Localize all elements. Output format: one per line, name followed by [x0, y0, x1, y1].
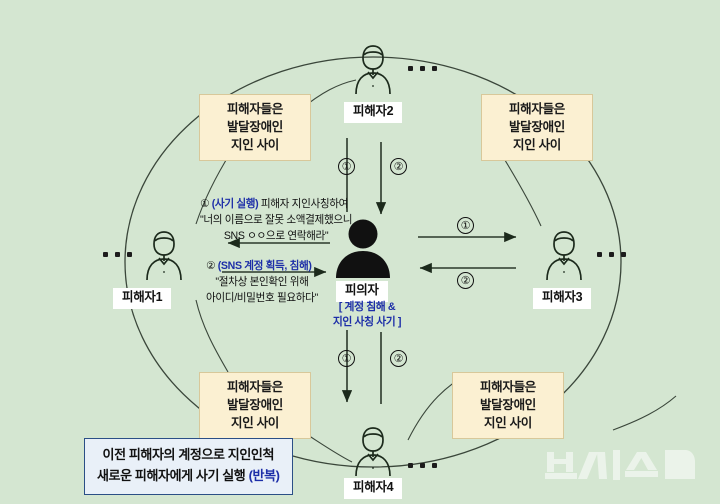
- newsis-watermark: [545, 448, 695, 490]
- callout-top-left-line3: 지인 사이: [231, 138, 279, 153]
- script-step1-quote-line1: "너의 이름으로 잘못 소액결제했으니: [200, 213, 353, 226]
- callout-top-right-line2: 발달장애인: [508, 120, 565, 135]
- step-number-bottom-2: ②: [390, 350, 407, 367]
- callout-bottom-left-line1: 피해자들은: [226, 380, 283, 394]
- callout-bottom-left-line2: 발달장애인: [226, 398, 283, 413]
- script-step2: ② (SNS 계정 획득, 침해) "절차상 본인확인 위해 아이디/비밀번호 …: [206, 259, 318, 307]
- callout-top-left-line1: 피해자들은: [226, 102, 283, 116]
- script-step2-marker: ②: [206, 260, 216, 272]
- person-outline-icon-victim4: [355, 427, 391, 477]
- repeat-note-accent: (반복): [248, 467, 280, 483]
- victim4-name-plate: 피해자4: [344, 478, 403, 499]
- person-outline-icon-victim2: [355, 45, 391, 95]
- step-number-top-1: ①: [338, 158, 355, 175]
- callout-top-right-line1: 피해자들은: [508, 102, 565, 116]
- person-outline-icon-victim1: [146, 231, 182, 281]
- ellipsis-dots-victim2: [408, 66, 437, 71]
- repeat-note-box: 이전 피해자의 계정으로 지인인척 새로운 피해자에게 사기 실행 (반복): [84, 438, 293, 495]
- callout-top-right: 피해자들은 발달장애인 지인 사이: [481, 94, 593, 162]
- ring-ellipse: [124, 56, 622, 468]
- ellipsis-dots-victim3: [597, 252, 626, 257]
- script-step1-heading-row: ① (사기 실행) 피해자 지인사칭하여: [200, 197, 352, 213]
- ellipsis-dots-victim1: [103, 252, 132, 257]
- callout-bottom-right-line1: 피해자들은: [479, 380, 536, 394]
- repeat-note-line2-main: 새로운 피해자에게 사기 실행: [97, 467, 249, 483]
- suspect-name-plate: 피의자: [336, 281, 388, 302]
- script-step2-heading-row: ② (SNS 계정 획득, 침해): [206, 259, 318, 275]
- ellipsis-dots-victim4: [408, 463, 437, 468]
- victim1-name-plate: 피해자1: [113, 288, 172, 309]
- newsis-logo-icon: [545, 450, 695, 480]
- step-number-right-2: ②: [457, 272, 474, 289]
- repeat-note-line2: 새로운 피해자에게 사기 실행 (반복): [97, 466, 280, 487]
- step-number-right-1: ①: [457, 217, 474, 234]
- callout-bottom-left-line3: 지인 사이: [231, 416, 279, 431]
- step-number-bottom-1: ①: [338, 350, 355, 367]
- suspect-subtitle-line1: [ 계정 침해 &: [338, 301, 396, 313]
- script-step2-quote-line2: 아이디/비밀번호 필요하다": [206, 291, 318, 304]
- script-step1-heading: (사기 실행): [211, 198, 259, 210]
- callout-bottom-right: 피해자들은 발달장애인 지인 사이: [452, 372, 564, 440]
- callout-bottom-right-line2: 발달장애인: [479, 398, 536, 413]
- callout-top-left: 피해자들은 발달장애인 지인 사이: [199, 94, 311, 162]
- suspect-subtitle: [ 계정 침해 & 지인 사칭 사기 ]: [313, 300, 421, 329]
- victim2-name-plate: 피해자2: [344, 102, 403, 123]
- victim3-name-plate: 피해자3: [533, 288, 592, 309]
- script-step1-marker: ①: [200, 198, 210, 210]
- callout-bottom-right-line3: 지인 사이: [484, 416, 532, 431]
- leader-note: [612, 395, 677, 431]
- script-step2-quote-line1: "절차상 본인확인 위해: [215, 275, 309, 288]
- person-outline-icon-victim3: [546, 231, 582, 281]
- script-step1-quote-line2: SNS ㅇㅇ으로 연락해라": [223, 229, 329, 242]
- repeat-note-line1: 이전 피해자의 계정으로 지인인척: [102, 447, 275, 462]
- script-step2-heading: (SNS 계정 획득, 침해): [217, 260, 312, 272]
- suspect-subtitle-line2: 지인 사칭 사기 ]: [332, 315, 402, 328]
- person-silhouette-icon: [336, 219, 390, 278]
- callout-top-right-line3: 지인 사이: [513, 138, 561, 153]
- step-number-top-2: ②: [390, 158, 407, 175]
- callout-top-left-line2: 발달장애인: [226, 120, 283, 135]
- callout-bottom-left: 피해자들은 발달장애인 지인 사이: [199, 372, 311, 440]
- leader-bottom-left: [195, 299, 229, 373]
- script-step1: ① (사기 실행) 피해자 지인사칭하여 "너의 이름으로 잘못 소액결제했으니…: [200, 197, 352, 245]
- script-step1-heading-tail: 피해자 지인사칭하여: [258, 198, 349, 210]
